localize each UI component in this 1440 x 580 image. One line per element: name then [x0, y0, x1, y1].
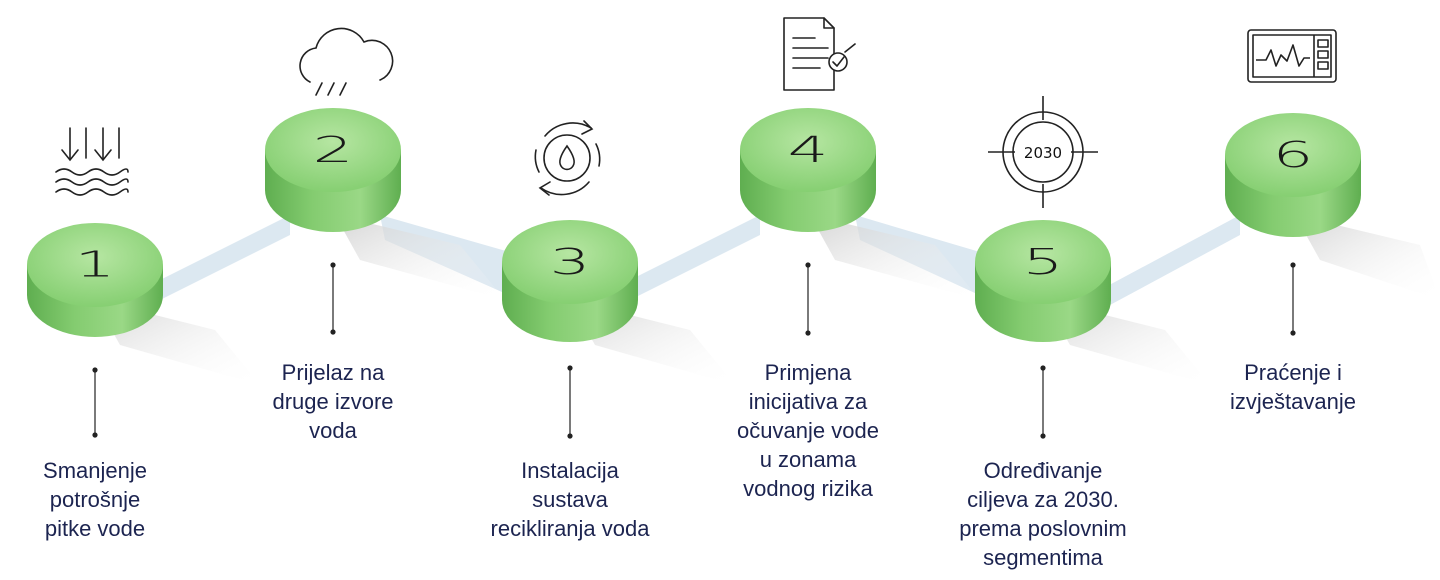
step-5-label: Određivanje ciljeva za 2030. prema poslo… — [959, 458, 1127, 570]
rain-cloud-icon — [299, 27, 394, 96]
step-2-disc: 2 — [265, 108, 401, 232]
shadow-2 — [335, 215, 505, 300]
checked-document-icon — [783, 17, 856, 91]
step-1-number: 1 — [75, 245, 116, 286]
step-5-disc: 5 — [975, 220, 1111, 342]
step-2-label: Prijelaz na druge izvore voda — [272, 360, 394, 443]
connector-1-2 — [150, 215, 290, 300]
step-6-number: 6 — [1273, 135, 1314, 176]
step-5-number: 5 — [1023, 242, 1064, 283]
step-2-number: 2 — [313, 130, 354, 171]
step-4-number: 4 — [788, 130, 829, 171]
step-4-disc: 4 — [740, 108, 876, 232]
step-4-label: Primjena inicijativa za očuvanje vode u … — [737, 360, 879, 501]
water-arrows-icon — [55, 127, 129, 196]
shadow-6 — [1295, 215, 1440, 300]
step-6-disc: 6 — [1225, 113, 1361, 237]
leader-lines — [92, 262, 1296, 439]
target-2030-icon: 2030 — [988, 96, 1098, 208]
shadow-4 — [810, 215, 980, 300]
step-3-number: 3 — [550, 242, 591, 283]
step-3-label: Instalacija sustava recikliranja voda — [490, 458, 650, 541]
target-2030-text: 2030 — [1024, 144, 1062, 162]
connector-5-6 — [1100, 215, 1240, 305]
connector-3-4 — [620, 215, 760, 300]
step-1-label: Smanjenje potrošnje pitke vode — [43, 458, 147, 541]
step-1-disc: 1 — [27, 223, 163, 337]
monitor-graph-icon — [1247, 29, 1337, 83]
step-3-disc: 3 — [502, 220, 638, 342]
water-recycle-icon — [534, 120, 601, 196]
step-6-label: Praćenje i izvještavanje — [1230, 360, 1356, 414]
